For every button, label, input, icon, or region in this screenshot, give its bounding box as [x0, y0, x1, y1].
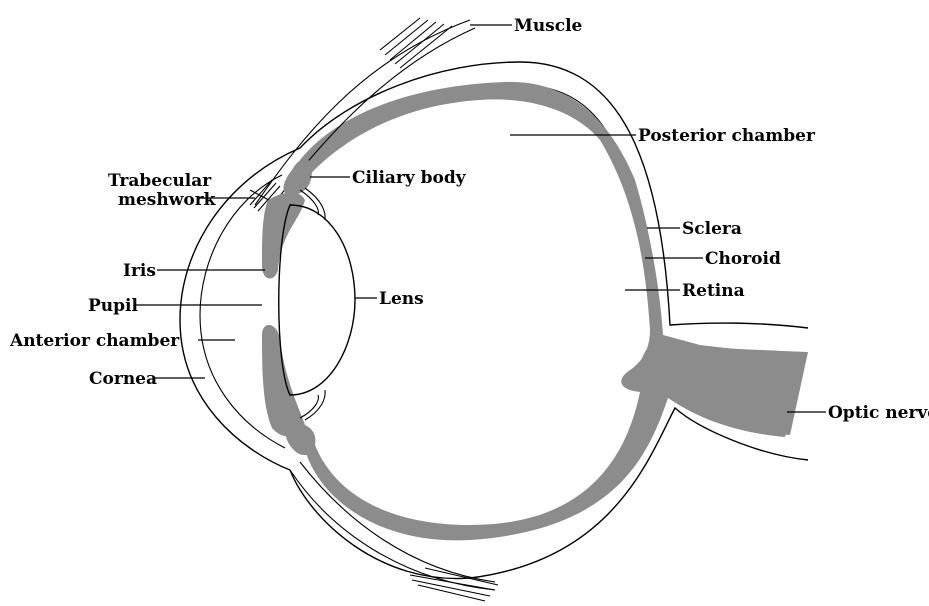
label-pupil: Pupil [88, 296, 138, 316]
zonule-fibers [300, 188, 325, 420]
label-posterior-chamber: Posterior chamber [638, 126, 816, 146]
iris-lower [262, 325, 305, 437]
choroid-band [300, 82, 808, 540]
optic-nerve-shape [640, 345, 805, 437]
label-lens: Lens [379, 289, 424, 309]
label-trabecular: Trabecular [108, 171, 212, 191]
label-muscle: Muscle [514, 16, 583, 36]
label-cornea: Cornea [89, 369, 157, 389]
label-optic-nerve: Optic nerve [828, 403, 929, 423]
label-retina: Retina [682, 281, 745, 301]
label-iris: Iris [123, 261, 156, 281]
label-choroid: Choroid [705, 249, 781, 269]
label-sclera: Sclera [682, 219, 742, 239]
label-ciliary-body: Ciliary body [352, 168, 467, 188]
label-anterior-chamber: Anterior chamber [9, 331, 180, 351]
label-meshwork: meshwork [118, 190, 217, 210]
lens [279, 205, 355, 395]
sclera-lower-outline [290, 408, 808, 579]
